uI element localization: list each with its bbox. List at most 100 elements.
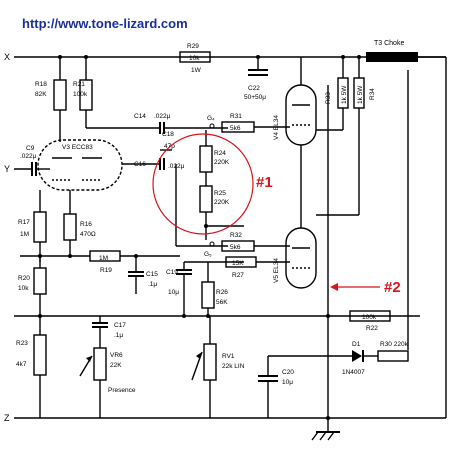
resistor-r32: G₅ R32 5k6	[204, 232, 255, 258]
svg-text:5k6: 5k6	[230, 244, 241, 251]
capacitor-c15: C15 .1μ	[128, 271, 158, 288]
tube-v4: V4 EL34	[273, 84, 317, 146]
svg-text:VR6: VR6	[110, 352, 123, 359]
resistor-r31: G₄ R31 5k6	[207, 113, 255, 133]
svg-text:R20: R20	[18, 275, 30, 282]
svg-text:22K: 22K	[110, 362, 122, 369]
svg-text:10k: 10k	[189, 55, 200, 62]
svg-text:1M: 1M	[20, 231, 29, 238]
svg-text:4k7: 4k7	[16, 361, 27, 368]
svg-text:15K: 15K	[232, 260, 244, 267]
svg-text:V4 EL34: V4 EL34	[273, 115, 280, 140]
capacitor-c9: C9 .022μ	[20, 145, 37, 176]
resistor-r23: R23 4k7	[16, 334, 47, 376]
svg-text:R21: R21	[73, 81, 85, 88]
svg-text:R22: R22	[366, 325, 378, 332]
resistor-r17: R17 1M	[18, 211, 47, 243]
svg-text:.1μ: .1μ	[114, 332, 123, 339]
svg-text:R17: R17	[18, 219, 30, 226]
capacitor-c17: C17 .1μ	[92, 322, 126, 339]
svg-text:#2: #2	[384, 279, 401, 296]
svg-text:#1: #1	[256, 174, 273, 191]
rail-z: Z	[4, 413, 446, 423]
svg-text:.1μ: .1μ	[148, 281, 157, 288]
resistor-r16: R16 470Ω	[63, 213, 96, 241]
svg-text:1M: 1M	[99, 255, 108, 262]
resistor-r27: 15K R27	[225, 256, 257, 279]
capacitor-c22: C22 50+50μ	[244, 57, 268, 101]
svg-text:G₄: G₄	[207, 115, 215, 122]
choke-t3: T3 Choke	[366, 40, 446, 62]
svg-text:.022μ: .022μ	[20, 153, 37, 160]
capacitor-c18: C18 47p	[160, 131, 175, 151]
svg-text:100k: 100k	[362, 314, 377, 321]
svg-text:Y: Y	[4, 164, 10, 174]
svg-text:R26: R26	[216, 289, 228, 296]
resistor-r30: R30 220k	[377, 341, 409, 362]
svg-text:T3 Choke: T3 Choke	[374, 40, 404, 47]
resistor-r22: 100k R22	[349, 310, 391, 332]
svg-text:C19: C19	[166, 269, 178, 276]
svg-text:G₅: G₅	[204, 251, 212, 258]
svg-text:C17: C17	[114, 322, 126, 329]
capacitor-c19: C19 10μ	[166, 269, 192, 296]
resistor-r26: R26 56K	[201, 281, 228, 309]
annotation-1: #1	[152, 133, 273, 235]
svg-text:V3 ECC83: V3 ECC83	[62, 144, 93, 151]
svg-text:22k LIN: 22k LIN	[222, 363, 245, 370]
resistor-r19: 1M R19	[89, 250, 121, 274]
svg-text:RV1: RV1	[222, 353, 235, 360]
resistor-r21: R21 100k	[73, 79, 93, 111]
svg-text:C14: C14	[134, 113, 146, 120]
svg-text:D1: D1	[352, 341, 361, 348]
potentiometer-rv1: RV1 22k LIN	[191, 343, 245, 381]
svg-text:C20: C20	[282, 369, 294, 376]
svg-text:1N4007: 1N4007	[342, 369, 365, 376]
svg-text:10μ: 10μ	[282, 379, 293, 386]
svg-text:1k 5W: 1k 5W	[341, 85, 348, 104]
svg-text:R16: R16	[80, 221, 92, 228]
svg-text:R34: R34	[369, 88, 376, 100]
svg-text:220K: 220K	[214, 199, 230, 206]
svg-text:R24: R24	[214, 150, 226, 157]
svg-text:X: X	[4, 52, 10, 62]
svg-text:5k6: 5k6	[230, 125, 241, 132]
resistor-r20: R20 10k	[18, 267, 47, 295]
resistor-r25: R25 220K	[199, 185, 230, 213]
resistor-r33: R33 1k 5W	[325, 77, 349, 109]
resistor-r18: R18 82K	[35, 79, 67, 111]
svg-text:C15: C15	[146, 271, 158, 278]
svg-text:50+50μ: 50+50μ	[244, 94, 266, 101]
resistor-r24: R24 220K	[199, 145, 230, 173]
svg-text:100k: 100k	[73, 91, 88, 98]
rail-y: Y	[4, 164, 32, 174]
svg-text:R31: R31	[230, 113, 242, 120]
diode-d1: D1 1N4007	[342, 341, 365, 376]
svg-text:R25: R25	[214, 190, 226, 197]
svg-text:.022μ: .022μ	[154, 113, 171, 120]
svg-text:R18: R18	[35, 81, 47, 88]
potentiometer-vr6: VR6 22K Presence	[79, 347, 136, 394]
svg-text:C18: C18	[162, 131, 174, 138]
svg-text:R23: R23	[16, 340, 28, 347]
svg-text:1W: 1W	[191, 67, 202, 74]
tube-v3: V3 ECC83	[37, 139, 123, 191]
svg-text:10k: 10k	[18, 285, 29, 292]
svg-text:R27: R27	[232, 272, 244, 279]
svg-text:R29: R29	[187, 43, 199, 50]
annotation-2: #2	[330, 279, 401, 296]
svg-text:C9: C9	[26, 145, 35, 152]
svg-text:10μ: 10μ	[168, 289, 179, 296]
resistor-r34: 1k 5W R34	[353, 77, 376, 109]
svg-text:56K: 56K	[216, 299, 228, 306]
svg-text:Z: Z	[4, 413, 10, 423]
resistor-r29: R29 10k 1W	[179, 43, 211, 74]
svg-text:V5 EL34: V5 EL34	[273, 258, 280, 283]
tube-v5: V5 EL34	[273, 227, 317, 289]
svg-text:R33: R33	[325, 92, 332, 104]
site-url: http://www.tone-lizard.com	[22, 16, 188, 31]
svg-text:82K: 82K	[35, 91, 47, 98]
svg-text:1k 5W: 1k 5W	[357, 85, 364, 104]
svg-text:R30 220k: R30 220k	[380, 341, 409, 348]
